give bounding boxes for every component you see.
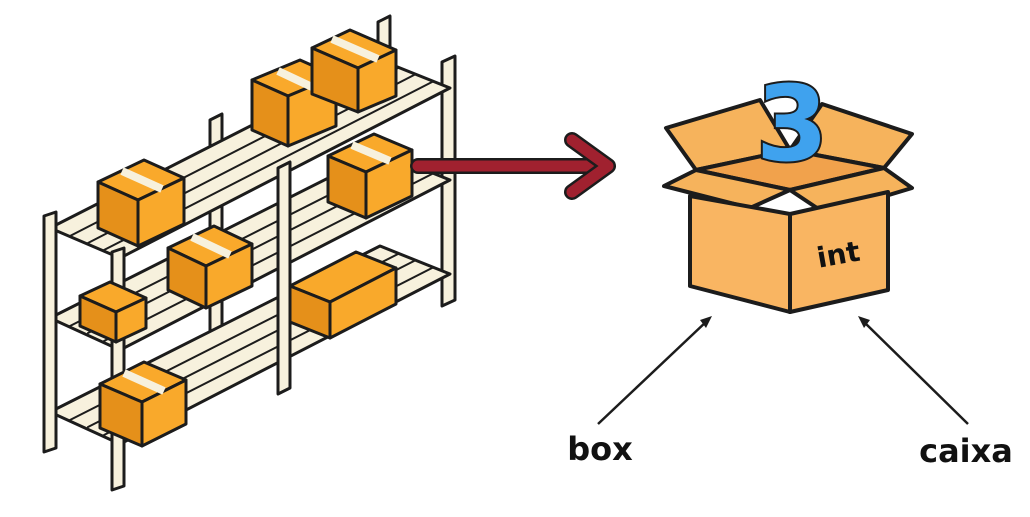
- box-flap-front-right: [788, 166, 914, 216]
- shelf-box-top-3: [96, 158, 186, 248]
- shelf-box-middle-3: [78, 280, 148, 344]
- shelf-post-front-left: [42, 210, 58, 454]
- shelf-box-bottom-2: [98, 360, 188, 448]
- box-type-label: int: [814, 235, 862, 275]
- box-face-right: [788, 190, 890, 314]
- shelf-box-middle-2: [166, 224, 254, 310]
- variable-value: 3: [756, 63, 828, 185]
- shelf-post-front-middle: [276, 160, 292, 396]
- label-box: box: [567, 430, 633, 468]
- number-three-icon: 3: [754, 61, 830, 187]
- pointer-arrow-box: [597, 316, 712, 425]
- pointer-arrow-caixa: [858, 316, 969, 425]
- shelf-box-top-2: [310, 28, 398, 114]
- shelf-box-middle-1: [326, 132, 414, 220]
- shelf-box-bottom-1: [288, 250, 398, 340]
- label-caixa: caixa: [919, 432, 1013, 470]
- arrow-right-icon: [410, 132, 616, 200]
- box-face-left: [688, 194, 792, 314]
